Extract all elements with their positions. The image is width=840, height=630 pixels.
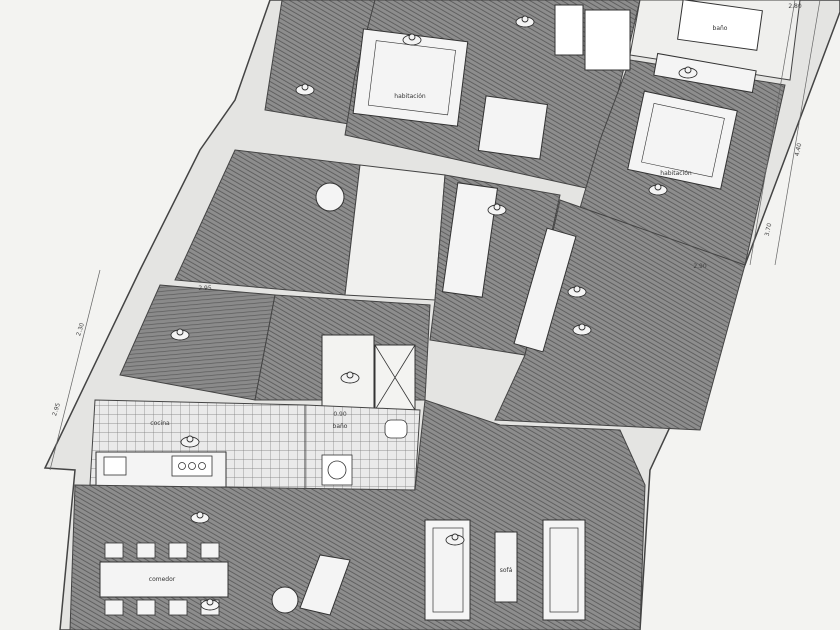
label-dining: comedor xyxy=(149,576,176,583)
person-figure xyxy=(515,15,535,28)
label-bath-mid: baño xyxy=(333,423,348,430)
bed-right xyxy=(627,90,738,190)
sink xyxy=(103,456,127,476)
dimension-labels: 2.80 4.40 3.70 2.30 2.95 2.95 0.90 2.90 xyxy=(51,3,803,418)
wardrobe-right xyxy=(653,52,757,94)
lower-zone xyxy=(69,399,646,630)
desk-upper xyxy=(477,95,549,160)
kitchen-zone xyxy=(89,399,421,491)
round-chair-study xyxy=(315,182,345,212)
shelf-right xyxy=(513,227,577,353)
dim-left-b: 2.95 xyxy=(51,402,62,417)
person-figure xyxy=(170,328,190,341)
cabinet-mid xyxy=(441,182,499,298)
person-figure xyxy=(190,511,210,524)
scale-figures xyxy=(170,15,698,611)
label-sofa: sofá xyxy=(500,567,513,574)
dim-mid-a: 2.95 xyxy=(198,285,212,292)
washer xyxy=(321,454,353,486)
dim-top-right-a: 2.80 xyxy=(788,3,802,10)
upper-furniture xyxy=(315,0,763,353)
person-figure xyxy=(572,323,592,336)
person-figure xyxy=(648,183,668,196)
person-figure xyxy=(340,371,360,384)
dim-mid-c: 2.90 xyxy=(693,263,707,270)
side-table xyxy=(271,586,299,614)
staircase xyxy=(344,164,446,301)
shower-top xyxy=(584,9,631,71)
person-figure xyxy=(200,598,220,611)
dimension-lines xyxy=(49,0,821,471)
coffee-table xyxy=(494,531,518,603)
label-bedroom-right: habitación xyxy=(660,170,692,177)
label-bedroom-upper: habitación xyxy=(394,93,426,100)
bathtub-top xyxy=(677,0,763,51)
dim-mid-b: 0.90 xyxy=(333,411,347,418)
person-figure xyxy=(180,435,200,448)
study-room-floor xyxy=(174,149,361,296)
vanity-top xyxy=(554,4,584,56)
person-figure xyxy=(567,285,587,298)
person-figure xyxy=(402,33,422,46)
label-bath-top: baño xyxy=(713,25,728,32)
person-figure xyxy=(487,203,507,216)
cooktop xyxy=(171,455,213,477)
room-labels: habitación habitación baño baño cocina c… xyxy=(149,25,728,583)
person-figure xyxy=(295,83,315,96)
toilet xyxy=(384,419,408,439)
person-figure xyxy=(678,66,698,79)
label-kitchen: cocina xyxy=(150,420,170,427)
dining-chairs xyxy=(104,542,220,616)
sofa-right xyxy=(542,519,586,621)
dining-table xyxy=(99,561,229,598)
dim-left-a: 2.30 xyxy=(75,322,86,337)
lounge-chair xyxy=(299,554,351,616)
dim-right-a: 4.40 xyxy=(794,142,804,157)
dim-right-b: 3.70 xyxy=(764,222,774,237)
person-figure xyxy=(445,533,465,546)
